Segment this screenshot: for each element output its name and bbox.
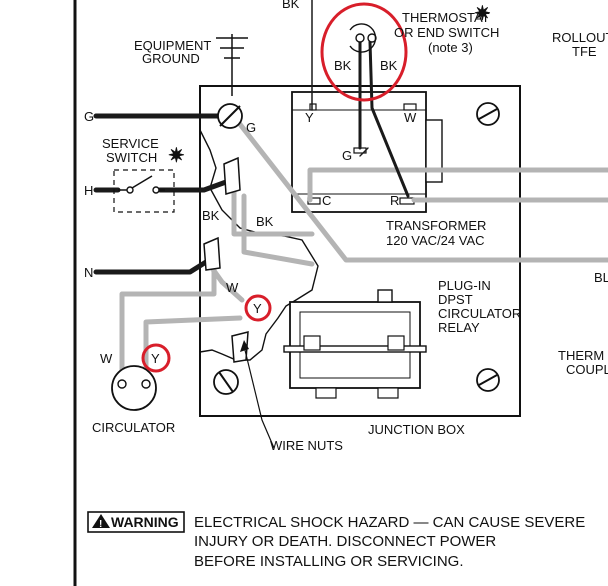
ground-symbol: [216, 34, 248, 96]
service-star-icon: ✷: [168, 145, 185, 167]
label-note: (note 3): [428, 40, 473, 55]
label-g-line: G: [84, 109, 94, 124]
wire-nut-1: [223, 156, 241, 195]
label-bl: BL: [594, 270, 608, 285]
label-w-circ: W: [100, 351, 113, 366]
label-term-w: W: [404, 110, 417, 125]
label-y-circ: Y: [151, 351, 160, 366]
label-thermostat: THERMOSTAT: [402, 10, 490, 25]
label-coupl: COUPL: [566, 362, 608, 377]
highlight-y-center: [244, 294, 272, 322]
label-w-wire: W: [226, 280, 239, 295]
warning-line-2: INJURY OR DEATH. DISCONNECT POWER: [194, 533, 496, 550]
warning-line-1: ELECTRICAL SHOCK HAZARD — CAN CAUSE SEVE…: [194, 514, 585, 531]
black-wires: [93, 0, 410, 275]
label-bk-top: BK: [282, 0, 300, 11]
label-circulator: CIRCULATOR: [92, 420, 175, 435]
label-relay: RELAY: [438, 320, 480, 335]
thermostat-star-icon: ✷: [474, 3, 491, 25]
label-y-center: Y: [253, 301, 262, 316]
highlight-thermostat: [320, 2, 408, 102]
label-relay-circulator: CIRCULATOR: [438, 306, 521, 321]
label-wire-nuts: WIRE NUTS: [270, 438, 343, 453]
label-service: SERVICE: [102, 136, 159, 151]
screws: [213, 102, 500, 395]
label-term-g: G: [342, 148, 352, 163]
label-therm: THERM: [558, 348, 604, 363]
label-relay-dpst: DPST: [438, 292, 473, 307]
warning-badge-text: WARNING: [111, 514, 179, 530]
service-switch[interactable]: [113, 169, 175, 213]
label-tfe: TFE: [572, 44, 597, 59]
label-transformer: TRANSFORMER: [386, 218, 486, 233]
warning-block: ! WARNING ELECTRICAL SHOCK HAZARD — CAN …: [87, 511, 585, 570]
label-thermo-bk-right: BK: [380, 58, 398, 73]
label-thermo-bk-left: BK: [334, 58, 352, 73]
label-term-r: R: [390, 193, 399, 208]
highlight-y-circulator: [141, 343, 171, 373]
label-g-box: G: [246, 120, 256, 135]
label-transformer-volts: 120 VAC/24 VAC: [386, 233, 485, 248]
label-term-c: C: [322, 193, 331, 208]
warning-badge: [87, 511, 185, 533]
wire-nut-3: [231, 331, 249, 363]
label-term-y: Y: [305, 110, 314, 125]
label-switch: SWITCH: [106, 150, 157, 165]
warning-triangle-icon: [92, 514, 110, 528]
label-bk-b: BK: [256, 214, 274, 229]
label-n-line: N: [84, 265, 93, 280]
label-end-switch: OR END SWITCH: [394, 25, 499, 40]
label-junction-box: JUNCTION BOX: [368, 422, 465, 437]
label-equipment: EQUIPMENT: [134, 38, 211, 53]
label-rollout: ROLLOUT: [552, 30, 608, 45]
warning-line-3: BEFORE INSTALLING OR SERVICING.: [194, 553, 464, 570]
wire-nut-2: [203, 236, 221, 271]
circulator: [111, 365, 157, 411]
wire-nuts-leader: [243, 345, 275, 449]
label-ground: GROUND: [142, 51, 200, 66]
gray-wires: [119, 111, 608, 387]
label-bk-a: BK: [202, 208, 220, 223]
svg-text:!: !: [99, 519, 102, 530]
label-relay-plugin: PLUG-IN: [438, 278, 491, 293]
label-h-line: H: [84, 183, 93, 198]
